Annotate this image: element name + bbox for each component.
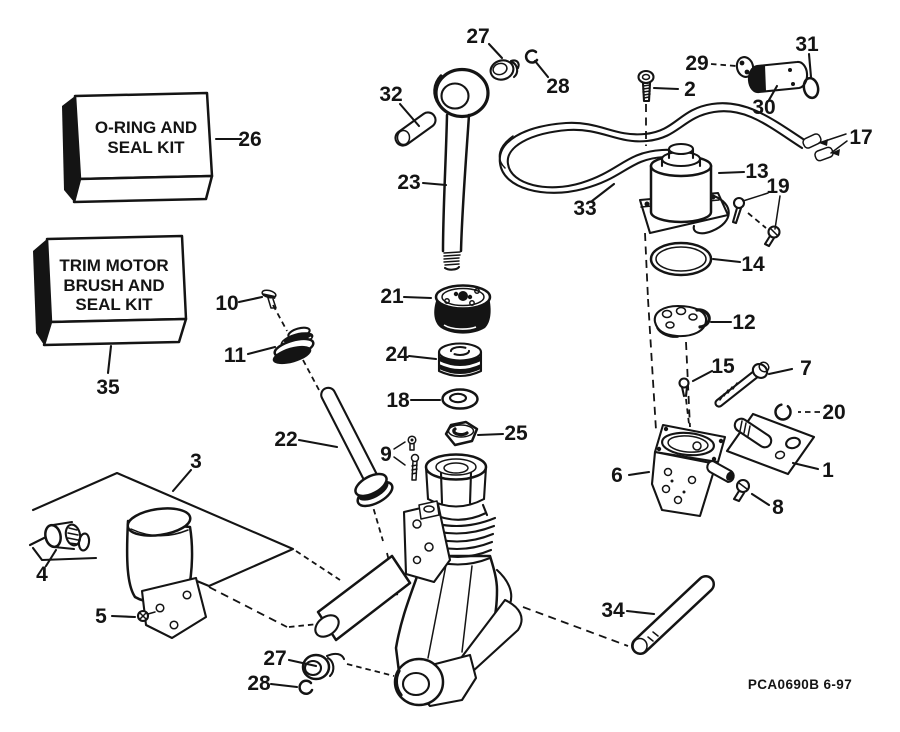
part-11-seal-stack	[272, 326, 315, 365]
part-label-21: 21	[380, 285, 404, 308]
part-label-8: 8	[772, 496, 784, 519]
part-19-cotter-pin	[731, 196, 746, 225]
part-19-screw	[763, 225, 781, 248]
main-cylinder-assembly	[314, 453, 523, 708]
part-33-wire-harness	[498, 102, 808, 194]
part-label-7: 7	[800, 357, 812, 380]
part-27-bottom-bushing	[301, 652, 346, 681]
part-15-screw	[678, 377, 690, 398]
part-label-3: 3	[190, 450, 202, 473]
part-9-screws	[407, 435, 420, 481]
part-10-screw	[261, 289, 277, 309]
part-label-15: 15	[711, 355, 735, 378]
oring-seal-kit-box: O-RING AND SEAL KIT	[62, 91, 214, 204]
kit2-line1: TRIM MOTOR	[59, 256, 168, 275]
trim-motor-kit-box: TRIM MOTOR BRUSH AND SEAL KIT	[33, 234, 188, 347]
part-label-27-bottom: 27	[263, 647, 286, 670]
part-29-grommet	[735, 56, 755, 78]
kit1-line2: SEAL KIT	[107, 138, 185, 157]
part-label-10: 10	[215, 292, 238, 315]
part-18-washer	[441, 388, 479, 410]
part-4-bushing-oring	[28, 520, 98, 562]
part-label-14: 14	[741, 253, 765, 276]
part-5-screw	[136, 609, 156, 623]
part-label-29: 29	[685, 52, 708, 75]
part-label-32: 32	[379, 83, 402, 106]
part-label-33: 33	[573, 197, 596, 220]
part-label-13: 13	[745, 160, 768, 183]
part-23-tilt-rod	[433, 67, 490, 271]
part-22-rod	[320, 386, 394, 508]
part-31-oring	[802, 76, 820, 100]
part-34-tilt-pin	[631, 575, 715, 655]
part-label-35: 35	[96, 376, 120, 399]
part-8-screw	[732, 478, 751, 503]
part-label-4: 4	[36, 563, 48, 586]
part-1-manifold-plate	[725, 412, 816, 476]
kit2-line3: SEAL KIT	[75, 295, 153, 314]
part-label-22: 22	[274, 428, 297, 451]
part-label-1: 1	[822, 459, 834, 482]
part-label-17: 17	[849, 126, 872, 149]
part-label-30: 30	[752, 96, 775, 119]
part-label-25: 25	[504, 422, 528, 445]
part-label-26: 26	[238, 128, 261, 151]
part-label-5: 5	[95, 605, 107, 628]
part-label-11: 11	[224, 344, 247, 367]
part-24-spool	[437, 342, 483, 378]
part-14-oring	[649, 241, 713, 277]
kit2-line2: BRUSH AND	[63, 276, 164, 295]
part-21-cap	[434, 284, 492, 334]
part-label-28-bottom: 28	[247, 672, 271, 695]
drawing-code: PCA0690B 6-97	[748, 677, 852, 692]
part-25-nut	[444, 420, 479, 447]
part-label-12: 12	[732, 311, 755, 334]
part-label-28-top: 28	[546, 75, 570, 98]
part-label-6: 6	[611, 464, 623, 487]
part-20-oring	[774, 403, 792, 421]
part-30-cylinder	[747, 60, 809, 94]
part-label-31: 31	[795, 33, 819, 56]
part-label-24: 24	[385, 343, 409, 366]
part-32-pin	[394, 111, 437, 147]
part-label-34: 34	[601, 599, 625, 622]
part-13-trim-motor	[638, 142, 730, 235]
part-label-19: 19	[766, 175, 789, 198]
part-label-2: 2	[684, 78, 696, 101]
part-12-filter	[653, 304, 711, 338]
kit1-line1: O-RING AND	[95, 118, 197, 137]
leader-lines	[44, 42, 848, 689]
part-28-top-clip	[524, 49, 539, 64]
part-28-bottom-clip	[298, 679, 314, 695]
part-6-pump-bracket	[650, 423, 735, 518]
part-2-screw	[637, 69, 655, 103]
part-label-27-top: 27	[466, 25, 489, 48]
part-label-20: 20	[822, 401, 845, 424]
part-label-9: 9	[380, 443, 392, 466]
part-17-connectors	[802, 133, 834, 162]
part-label-23: 23	[397, 171, 420, 194]
part-7-bolt	[714, 361, 770, 408]
part-27-top-bushing	[489, 59, 520, 81]
part-label-18: 18	[386, 389, 410, 412]
